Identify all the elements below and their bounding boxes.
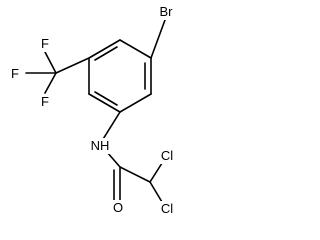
bromine-label: Br	[160, 4, 174, 19]
ring-bond	[119, 39, 152, 59]
fluorine-label: F	[41, 94, 49, 109]
ring-bond	[119, 93, 152, 113]
c-cl-bond	[149, 181, 163, 203]
c-f-bond	[44, 72, 57, 94]
chlorine-label: Cl	[161, 148, 173, 163]
ring-bond	[88, 39, 121, 59]
ring-cf3-bond	[55, 57, 90, 74]
nh-label: NH	[91, 138, 110, 153]
ring-double-bond	[94, 91, 118, 106]
fluorine-label: F	[41, 36, 49, 51]
oxygen-label: O	[113, 200, 123, 215]
bonds	[25, 19, 166, 203]
chlorine-label: Cl	[161, 201, 173, 216]
atom-labels: Br F F F NH O Cl Cl	[8, 4, 177, 217]
fluorine-label: F	[11, 66, 19, 81]
c-f-bond	[44, 51, 57, 74]
c-br-bond	[150, 19, 166, 59]
structure-diagram: Br F F F NH O Cl Cl	[8, 4, 177, 217]
ring-double-bond	[94, 46, 118, 61]
carbonyl-chcl2-bond	[119, 166, 151, 183]
ring-bond	[88, 93, 121, 113]
